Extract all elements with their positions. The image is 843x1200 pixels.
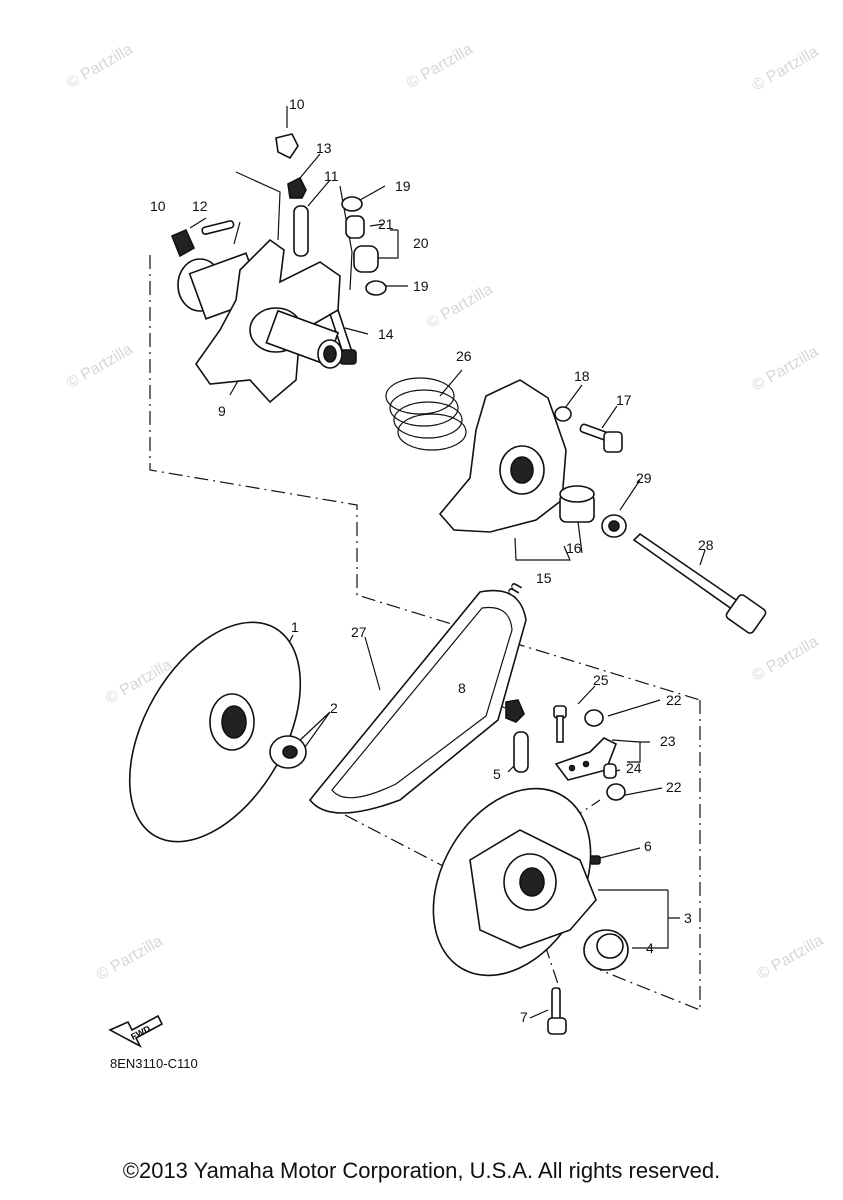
watermark: © Partzilla xyxy=(755,932,827,983)
callout-22-top: 22 xyxy=(666,692,682,708)
callout-1: 1 xyxy=(291,619,299,635)
callout-22-bottom: 22 xyxy=(666,779,682,795)
part-20-collar xyxy=(353,245,379,273)
callout-26: 26 xyxy=(456,348,472,364)
callout-18: 18 xyxy=(574,368,590,384)
callout-14: 13 xyxy=(316,140,332,156)
watermark: © Partzilla xyxy=(404,41,476,92)
part-27-belt xyxy=(308,589,527,814)
fwd-arrow-icon: FWD xyxy=(108,1014,164,1048)
callout-2: 2 xyxy=(330,700,338,716)
callout-3: 3 xyxy=(684,910,692,926)
part-25-bolt xyxy=(553,705,567,743)
callout-10-top: 10 xyxy=(289,96,305,112)
callout-25: 25 xyxy=(593,672,609,688)
callout-19-top: 19 xyxy=(395,178,411,194)
part-22-nut-top xyxy=(584,709,604,727)
part-1-sheave xyxy=(128,621,302,843)
part-6-pin xyxy=(589,855,601,865)
part-9-spider xyxy=(177,238,343,404)
part-29-washer xyxy=(601,514,627,538)
callout-19-bottom: 19 xyxy=(413,278,429,294)
callout-28: 28 xyxy=(698,537,714,553)
callout-6: 6 xyxy=(644,838,652,854)
callout-27: 27 xyxy=(351,624,367,640)
part-24-roller xyxy=(603,763,617,779)
part-19-washer-bottom xyxy=(365,280,387,296)
watermark: © Partzilla xyxy=(750,343,822,394)
part-10-top xyxy=(275,133,299,160)
callout-23: 23 xyxy=(660,733,676,749)
part-3-sheave xyxy=(432,787,597,977)
copyright-notice: ©2013 Yamaha Motor Corporation, U.S.A. A… xyxy=(122,1158,721,1183)
diagram-code: 8EN3110-C110 xyxy=(110,1056,198,1071)
callout-29: 29 xyxy=(636,470,652,486)
part-28-bolt xyxy=(632,532,767,634)
callout-20: 20 xyxy=(413,235,429,251)
part-2-bushing xyxy=(269,735,307,769)
part-5-pin xyxy=(513,731,529,773)
callout-9: 9 xyxy=(218,403,226,419)
watermark: © Partzilla xyxy=(750,633,822,684)
part-14-nut xyxy=(287,176,307,199)
part-17-bolt xyxy=(579,423,623,453)
part-22-nut-bottom xyxy=(606,783,626,801)
watermark: © Partzilla xyxy=(64,41,136,92)
part-12-sleeve xyxy=(293,205,309,257)
callout-24: 24 xyxy=(626,760,642,776)
part-15-cover xyxy=(438,379,567,533)
part-26-spring xyxy=(385,377,467,451)
callout-11: 12 xyxy=(192,198,208,214)
part-10-left xyxy=(170,228,196,258)
callout-21: 21 xyxy=(378,216,394,232)
part-7-bolt xyxy=(547,987,567,1035)
part-23-arm xyxy=(554,737,618,781)
callout-12: 11 xyxy=(324,168,339,184)
watermarks: © Partzilla xyxy=(64,41,136,92)
watermark: © Partzilla xyxy=(424,281,496,332)
callout-4: 4 xyxy=(646,940,654,956)
callout-17: 17 xyxy=(616,392,632,408)
callout-16: 16 xyxy=(566,540,582,556)
watermark: © Partzilla xyxy=(750,43,822,94)
part-4-bushing xyxy=(583,929,629,971)
watermark: © Partzilla xyxy=(94,933,166,984)
part-18-washer xyxy=(554,406,572,422)
callout-7: 7 xyxy=(520,1009,528,1025)
part-8-nut xyxy=(505,699,525,723)
callout-8: 8 xyxy=(458,680,466,696)
part-19-washer-top xyxy=(341,196,363,212)
axis-line-bolt xyxy=(544,944,561,991)
part-21-bushing xyxy=(345,215,365,239)
callout-5: 5 xyxy=(493,766,501,782)
callout-13: 14 xyxy=(378,326,394,342)
callout-15: 15 xyxy=(536,570,552,586)
watermark: © Partzilla xyxy=(64,341,136,392)
callout-10-left: 10 xyxy=(150,198,166,214)
part-16-bushing xyxy=(559,485,595,523)
part-11-pin xyxy=(201,220,235,235)
